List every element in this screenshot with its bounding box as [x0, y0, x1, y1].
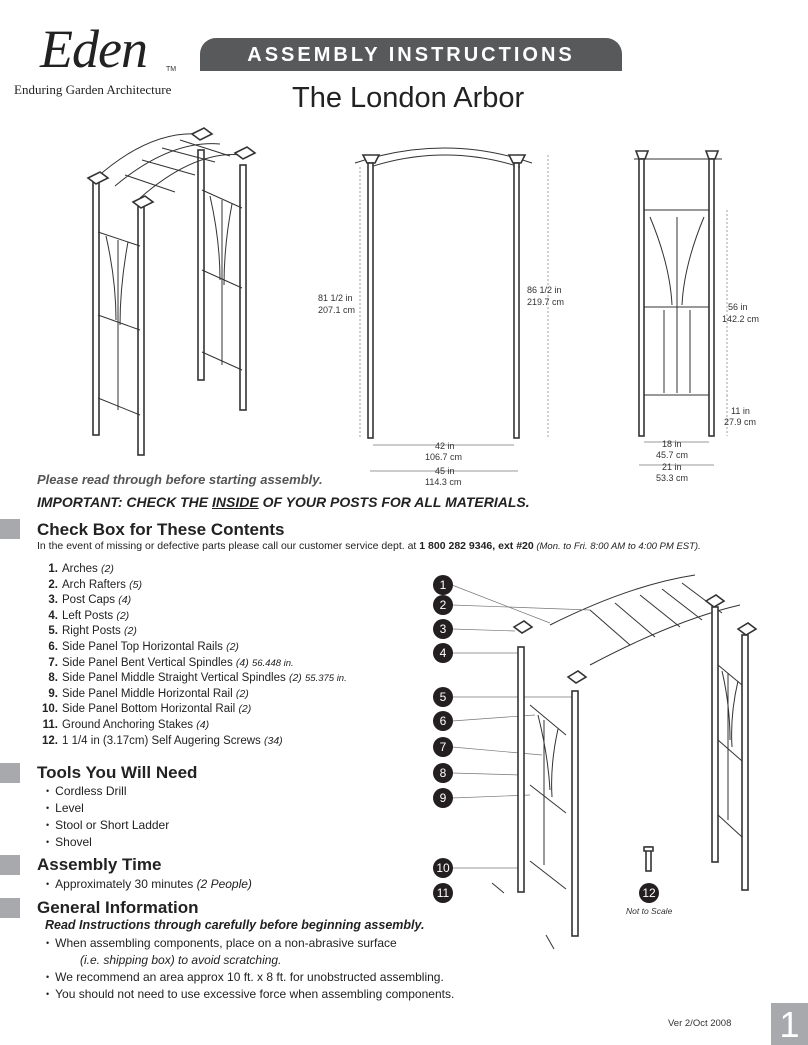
- arbor-front-view: 81 1/2 in 207.1 cm 86 1/2 in 219.7 cm 42…: [318, 147, 564, 487]
- list-item[interactable]: 2.Arch Rafters (5): [48, 578, 142, 591]
- version-label: Ver 2/Oct 2008: [668, 1018, 732, 1029]
- dim-outer-width-cm: 114.3 cm: [425, 477, 461, 487]
- tools-list: Cordless Drill Level Stool or Short Ladd…: [46, 783, 169, 851]
- dim-depth-outer: 21 in: [662, 462, 682, 472]
- list-item: When assembling components, place on a n…: [46, 935, 454, 952]
- list-item[interactable]: 10.Side Panel Bottom Horizontal Rail (2): [42, 703, 252, 716]
- list-item: Stool or Short Ladder: [46, 817, 169, 834]
- dim-depth-inner: 18 in: [662, 439, 682, 449]
- callout-5: 5: [433, 687, 453, 707]
- list-item: (i.e. shipping box) to avoid scratching.: [80, 953, 282, 967]
- list-item[interactable]: 6.Side Panel Top Horizontal Rails (2): [48, 640, 239, 653]
- brand-logo: Eden: [40, 19, 148, 79]
- dim-bottom-gap: 11 in: [731, 406, 750, 416]
- dim-panel-height: 56 in: [728, 302, 748, 312]
- dim-panel-height-cm: 142.2 cm: [722, 314, 759, 324]
- parts-list: 1.Arches (2) 2.Arch Rafters (5) 3.Post C…: [28, 562, 428, 749]
- list-item[interactable]: 9.Side Panel Middle Horizontal Rail (2): [48, 687, 249, 700]
- dim-total-height: 86 1/2 in: [527, 285, 562, 295]
- section-marker: [0, 763, 20, 783]
- callout-9: 9: [433, 788, 453, 808]
- callout-2: 2: [433, 595, 453, 615]
- dim-side-height-cm: 207.1 cm: [318, 305, 355, 315]
- list-item[interactable]: 5.Right Posts (2): [48, 625, 137, 638]
- callout-12: 12: [639, 883, 659, 903]
- list-item[interactable]: 4.Left Posts (2): [48, 609, 130, 622]
- dim-depth-outer-cm: 53.3 cm: [656, 473, 688, 483]
- section-marker: [0, 898, 20, 918]
- tools-title: Tools You Will Need: [37, 763, 198, 782]
- arbor-perspective-illustration: [86, 127, 257, 456]
- list-item: Cordless Drill: [46, 783, 169, 800]
- phone-number: 1 800 282 9346, ext #20: [419, 540, 534, 552]
- callout-10: 10: [433, 858, 453, 878]
- important-note: IMPORTANT: CHECK THE INSIDE OF YOUR POST…: [37, 494, 530, 510]
- inside-emphasis: INSIDE: [212, 494, 259, 510]
- general-info-title: General Information: [37, 898, 199, 917]
- section-marker: [0, 855, 20, 875]
- page-number: 1: [771, 1003, 808, 1045]
- time-list: Approximately 30 minutes (2 People): [46, 876, 252, 893]
- exploded-parts-diagram: [451, 574, 758, 950]
- general-info-list: When assembling components, place on a n…: [46, 935, 454, 1003]
- list-item: Shovel: [46, 834, 169, 851]
- callout-3: 3: [433, 619, 453, 639]
- list-item: Approximately 30 minutes (2 People): [46, 876, 252, 893]
- assembly-time-title: Assembly Time: [37, 855, 162, 874]
- dim-bottom-gap-cm: 27.9 cm: [724, 417, 756, 427]
- section-marker: [0, 519, 20, 539]
- dim-total-height-cm: 219.7 cm: [527, 297, 564, 307]
- list-item[interactable]: 7.Side Panel Bent Vertical Spindles (4) …: [48, 656, 294, 669]
- callout-7: 7: [433, 737, 453, 757]
- list-item[interactable]: 8.Side Panel Middle Straight Vertical Sp…: [48, 672, 347, 685]
- general-info-subtitle: Read Instructions through carefully befo…: [45, 918, 425, 932]
- dim-inner-width-cm: 106.7 cm: [425, 452, 462, 462]
- list-item[interactable]: 1.Arches (2): [48, 563, 114, 575]
- customer-service-text: In the event of missing or defective par…: [37, 540, 701, 552]
- callout-4: 4: [433, 643, 453, 663]
- callout-8: 8: [433, 763, 453, 783]
- dim-depth-inner-cm: 45.7 cm: [656, 450, 688, 460]
- callout-1: 1: [433, 575, 453, 595]
- dim-outer-width: 45 in: [435, 466, 455, 476]
- dim-side-height: 81 1/2 in: [318, 293, 353, 303]
- not-to-scale-label: Not to Scale: [626, 906, 673, 916]
- dim-inner-width: 42 in: [435, 441, 455, 451]
- contents-title: Check Box for These Contents: [37, 520, 285, 539]
- trademark: TM: [166, 66, 177, 73]
- callout-11: 11: [433, 883, 453, 903]
- arbor-side-view: 56 in 142.2 cm 11 in 27.9 cm 18 in 45.7 …: [634, 150, 759, 483]
- assembly-banner: ASSEMBLY INSTRUCTIONS: [200, 38, 622, 71]
- callout-6: 6: [433, 711, 453, 731]
- list-item[interactable]: 12.1 1/4 in (3.17cm) Self Augering Screw…: [42, 734, 283, 747]
- list-item: You should not need to use excessive for…: [46, 986, 454, 1003]
- list-item: Level: [46, 800, 169, 817]
- list-item[interactable]: 11.Ground Anchoring Stakes (4): [42, 718, 210, 731]
- product-title: The London Arbor: [292, 82, 525, 114]
- list-item[interactable]: 3.Post Caps (4): [48, 594, 132, 607]
- brand-tagline: Enduring Garden Architecture: [14, 82, 172, 97]
- list-item: We recommend an area approx 10 ft. x 8 f…: [46, 969, 454, 986]
- read-first-note: Please read through before starting asse…: [37, 472, 323, 487]
